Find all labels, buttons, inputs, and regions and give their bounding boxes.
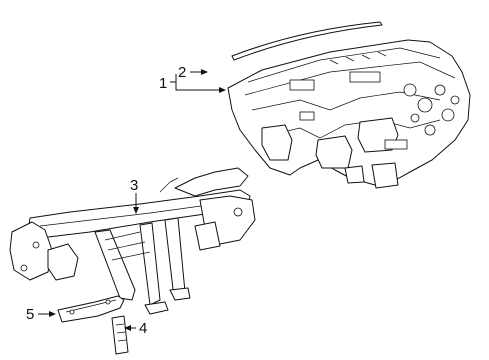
callout-4: 4 (139, 320, 147, 337)
callout-3: 3 (130, 177, 138, 194)
defroster-trim-strip (231, 21, 383, 61)
center-support-bracket (111, 315, 129, 355)
callout-5: 5 (26, 306, 34, 323)
instrument-panel-substrate (227, 39, 471, 189)
lower-brace-bracket (57, 295, 125, 323)
cross-car-beam (9, 167, 256, 315)
leader-lines (38, 69, 226, 331)
callout-1: 1 (159, 75, 167, 92)
callout-2: 2 (178, 64, 186, 81)
